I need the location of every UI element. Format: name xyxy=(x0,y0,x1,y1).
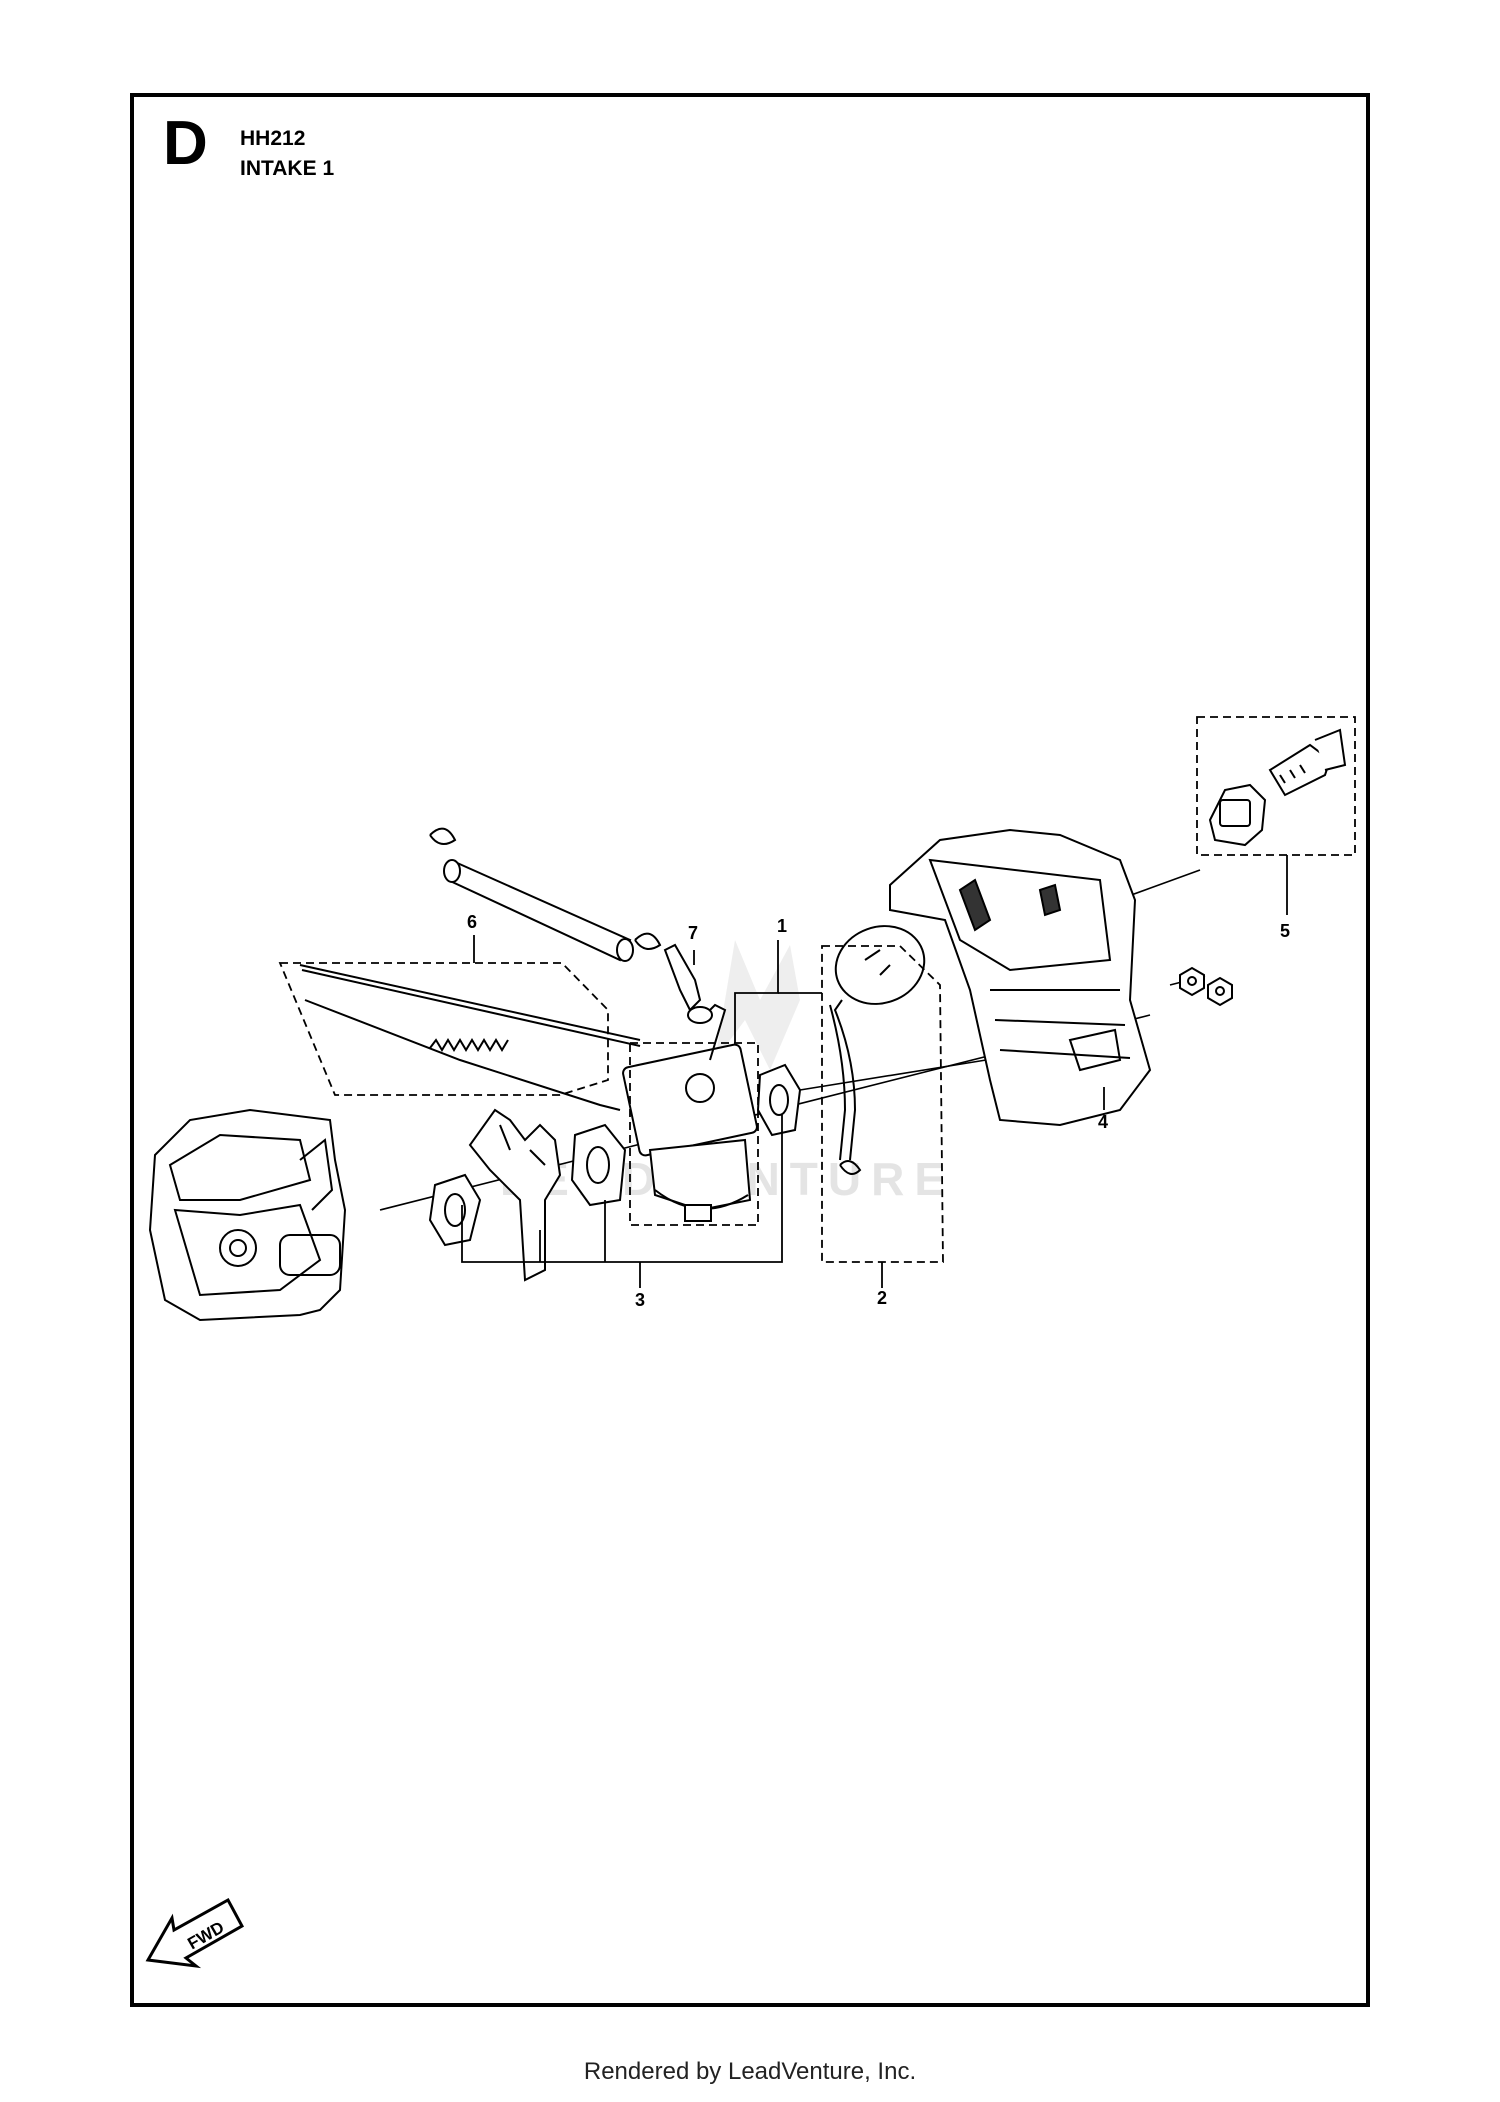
callout-7: 7 xyxy=(688,923,698,943)
air-filter-housing[interactable] xyxy=(889,828,1152,1127)
primer-bulb[interactable] xyxy=(1208,728,1347,847)
insulator-spacer[interactable] xyxy=(468,1108,562,1282)
throttle-rod-spring[interactable] xyxy=(299,964,641,1111)
diagram-subtitle: INTAKE 1 xyxy=(240,157,335,180)
pipe-clip-upper[interactable] xyxy=(429,827,457,845)
callout-3: 3 xyxy=(635,1290,645,1310)
callout-4: 4 xyxy=(1098,1112,1108,1132)
fuel-pipe[interactable] xyxy=(443,859,634,962)
footer-credit: Rendered by LeadVenture, Inc. xyxy=(583,2058,917,2085)
diagram-frame xyxy=(130,93,1370,2007)
callout-1: 1 xyxy=(777,916,787,936)
callout-5: 5 xyxy=(1280,921,1290,941)
group-box-rod-spring xyxy=(278,962,609,1096)
callout-2: 2 xyxy=(877,1288,887,1308)
intake-gasket-middle[interactable] xyxy=(570,1123,627,1207)
model-number: HH212 xyxy=(240,127,306,150)
group-box-primer xyxy=(1196,716,1356,856)
intake-gasket-left[interactable] xyxy=(428,1173,482,1247)
breather-tube[interactable] xyxy=(829,999,857,1161)
housing-nut-2[interactable] xyxy=(1207,976,1233,1007)
hose-clip[interactable] xyxy=(839,1160,862,1175)
fwd-arrow-icon: FWD xyxy=(145,1897,245,1969)
pipe-clip-lower[interactable] xyxy=(634,932,662,950)
cylinder-head[interactable] xyxy=(148,1108,347,1322)
choke-lever[interactable] xyxy=(663,943,713,1024)
callout-labels: 1 2 3 4 5 6 7 xyxy=(467,912,1290,1310)
group-box-breather xyxy=(821,945,944,1263)
housing-nut-1[interactable] xyxy=(1179,966,1205,997)
title-block: HH212 INTAKE 1 xyxy=(240,124,334,184)
section-letter: D xyxy=(163,109,208,178)
intake-gasket-right[interactable] xyxy=(756,1063,802,1137)
air-filter-cap[interactable] xyxy=(825,914,936,1016)
leader-lines xyxy=(461,855,1288,1288)
callout-6: 6 xyxy=(467,912,477,932)
